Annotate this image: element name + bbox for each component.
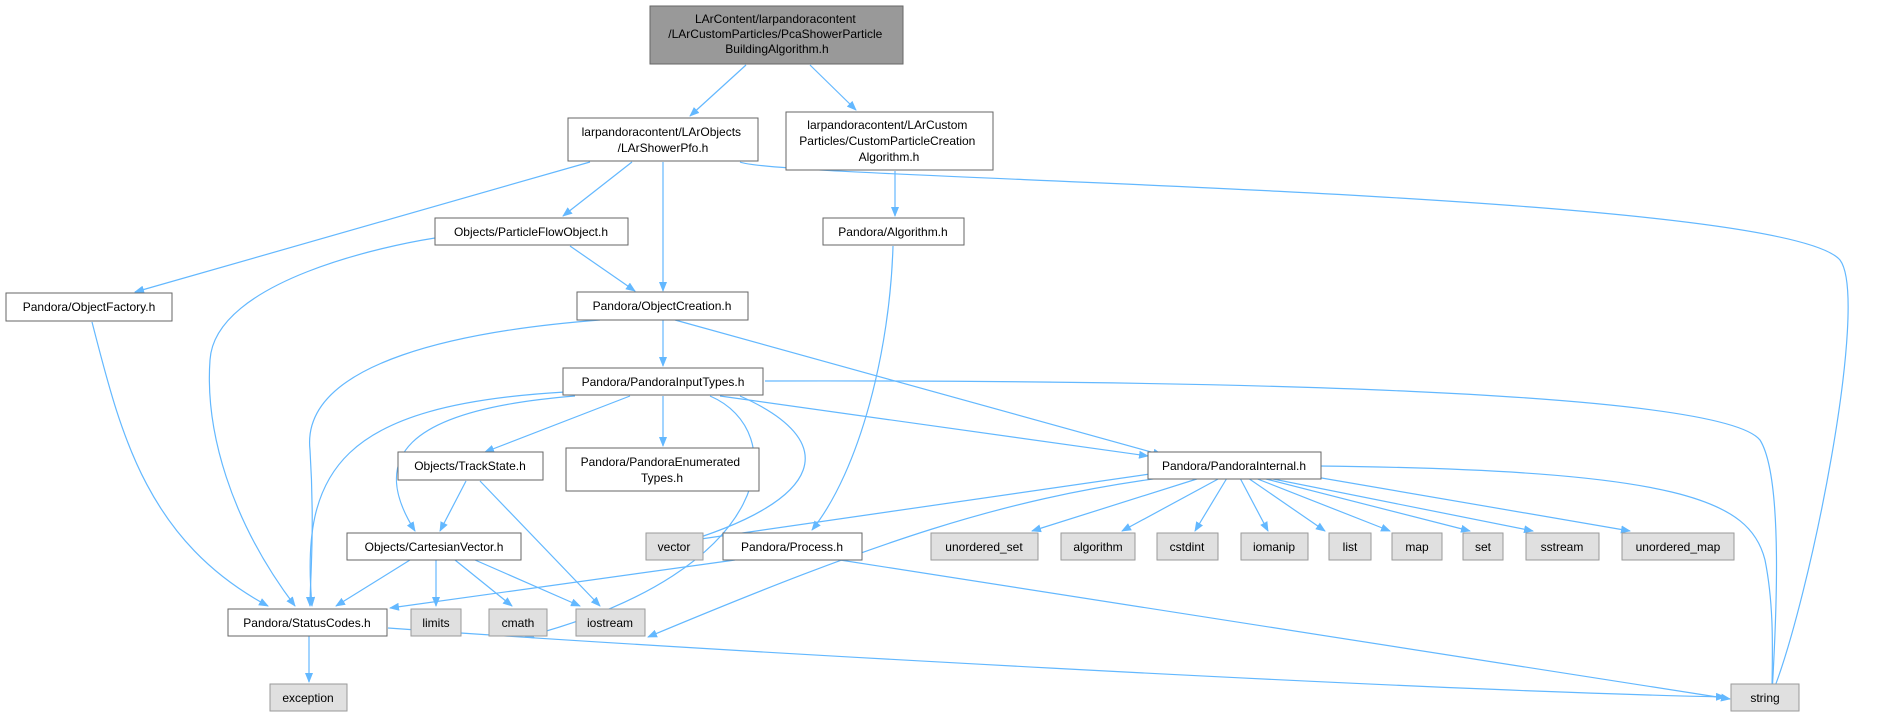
node-label: cmath [502, 616, 535, 630]
node-exception: exception [269, 683, 348, 712]
edge-inputtypes-to-string [764, 380, 1778, 695]
edge-pfobject-to-objcreation [569, 245, 636, 292]
node-label: LArContent/larpandoracontent /LArCustomP… [668, 12, 885, 56]
node-label: set [1475, 540, 1492, 554]
edge-internal-to-set [1261, 477, 1471, 533]
node-label: Objects/TrackState.h [414, 459, 526, 473]
node-objfactory[interactable]: Pandora/ObjectFactory.h [5, 292, 173, 322]
edge-showerpfo-to-string [739, 161, 1849, 695]
node-process[interactable]: Pandora/Process.h [722, 532, 863, 561]
edge-internal-to-sstream [1267, 477, 1534, 534]
node-label: Pandora/PandoraInternal.h [1162, 459, 1306, 473]
edge-objcreation-to-internal [674, 319, 1163, 457]
node-statuscodes[interactable]: Pandora/StatusCodes.h [227, 608, 388, 637]
edge-internal-to-list [1247, 477, 1326, 532]
node-unordered_map: unordered_map [1621, 532, 1735, 561]
node-label: Pandora/ObjectCreation.h [593, 299, 732, 313]
edge-cartesian-to-statuscodes [335, 559, 411, 607]
node-custompartalg[interactable]: larpandoracontent/LArCustom Particles/Cu… [785, 111, 994, 171]
node-label: iomanip [1253, 540, 1295, 554]
edge-objfactory-to-statuscodes [91, 321, 269, 607]
node-label: Objects/ParticleFlowObject.h [454, 225, 608, 239]
node-limits: limits [410, 608, 462, 637]
node-algorithm[interactable]: Pandora/Algorithm.h [822, 217, 965, 246]
node-unordered_set: unordered_set [930, 532, 1039, 561]
node-iostream: iostream [575, 608, 646, 637]
node-label: list [1343, 540, 1358, 554]
node-cartesian[interactable]: Objects/CartesianVector.h [346, 532, 522, 561]
edge-internal-to-string [1317, 465, 1777, 695]
edge-root-to-showerpfo [689, 64, 747, 117]
node-label: string [1750, 691, 1779, 705]
node-enumtypes[interactable]: Pandora/PandoraEnumerated Types.h [565, 447, 760, 492]
node-label: iostream [587, 616, 633, 630]
node-sstream: sstream [1525, 532, 1600, 561]
edge-internal-to-iomanip [1239, 477, 1269, 532]
node-string: string [1730, 683, 1800, 712]
edge-process-to-statuscodes [389, 559, 736, 611]
node-label: larpandoracontent/LArCustom Particles/Cu… [799, 118, 978, 164]
node-label: exception [282, 691, 333, 705]
edge-internal-to-map [1254, 477, 1391, 532]
edge-internal-to-unordered_set [1031, 477, 1201, 533]
edge-trackstate-to-cartesian [439, 480, 467, 532]
edge-internal-to-algorithm [1121, 477, 1221, 532]
node-label: sstream [1541, 540, 1584, 554]
node-label: unordered_map [1636, 540, 1721, 554]
node-label: map [1405, 540, 1429, 554]
edge-showerpfo-to-pfobject [562, 161, 633, 217]
edges [91, 64, 1849, 702]
edge-objcreation-to-statuscodes [306, 319, 601, 607]
node-label: Pandora/Process.h [741, 540, 843, 554]
edge-internal-to-iostream [647, 477, 1161, 638]
edge-algorithm-to-process [811, 245, 894, 531]
edge-cartesian-to-iostream [474, 559, 581, 607]
edge-inputtypes-to-cmath [524, 395, 755, 639]
node-label: Pandora/PandoraEnumerated Types.h [581, 455, 744, 485]
node-root: LArContent/larpandoracontent /LArCustomP… [649, 5, 904, 65]
edge-process-to-string [839, 559, 1731, 702]
node-showerpfo[interactable]: larpandoracontent/LArObjects /LArShowerP… [567, 117, 759, 162]
edge-inputtypes-to-trackstate [484, 395, 631, 453]
node-trackstate[interactable]: Objects/TrackState.h [397, 451, 544, 481]
edge-showerpfo-to-objfactory [134, 161, 591, 294]
node-vector: vector [645, 532, 704, 561]
edge-inputtypes-to-cartesian [395, 395, 576, 532]
node-label: Pandora/Algorithm.h [838, 225, 947, 239]
node-label: Objects/CartesianVector.h [365, 540, 504, 554]
edge-root-to-custompartalg [809, 64, 857, 111]
node-label: Pandora/PandoraInputTypes.h [582, 375, 745, 389]
node-label: limits [422, 616, 449, 630]
edge-inputtypes-to-internal [719, 395, 1149, 459]
node-inputtypes[interactable]: Pandora/PandoraInputTypes.h [562, 367, 764, 396]
node-algorithm-std: algorithm [1060, 532, 1136, 561]
node-label: Pandora/StatusCodes.h [243, 616, 370, 630]
node-label: vector [658, 540, 691, 554]
node-iomanip: iomanip [1240, 532, 1309, 561]
edge-internal-to-cstdint [1194, 477, 1228, 532]
node-map: map [1391, 532, 1443, 561]
node-list: list [1328, 532, 1372, 561]
edge-inputtypes-to-statuscodes [307, 391, 566, 607]
node-objcreation[interactable]: Pandora/ObjectCreation.h [576, 291, 749, 321]
edge-trackstate-to-iostream [479, 480, 601, 607]
node-label: larpandoracontent/LArObjects /LArShowerP… [582, 125, 745, 155]
node-label: Pandora/ObjectFactory.h [23, 300, 156, 314]
edge-internal-to-vector [679, 473, 1151, 545]
node-cmath: cmath [488, 608, 548, 637]
edge-inputtypes-to-vector [674, 395, 806, 547]
nodes: LArContent/larpandoracontent /LArCustomP… [5, 5, 1800, 712]
node-cstdint: cstdint [1156, 532, 1219, 561]
node-label: algorithm [1073, 540, 1122, 554]
node-label: cstdint [1170, 540, 1205, 554]
node-set: set [1462, 532, 1504, 561]
edge-pfobject-to-statuscodes [208, 237, 436, 607]
node-label: unordered_set [945, 540, 1023, 554]
edge-internal-to-unordered_map [1274, 469, 1631, 534]
node-internal[interactable]: Pandora/PandoraInternal.h [1147, 451, 1322, 480]
edge-cartesian-to-cmath [454, 559, 513, 607]
node-pfobject[interactable]: Objects/ParticleFlowObject.h [434, 217, 629, 246]
edge-statuscodes-to-string [387, 627, 1726, 701]
